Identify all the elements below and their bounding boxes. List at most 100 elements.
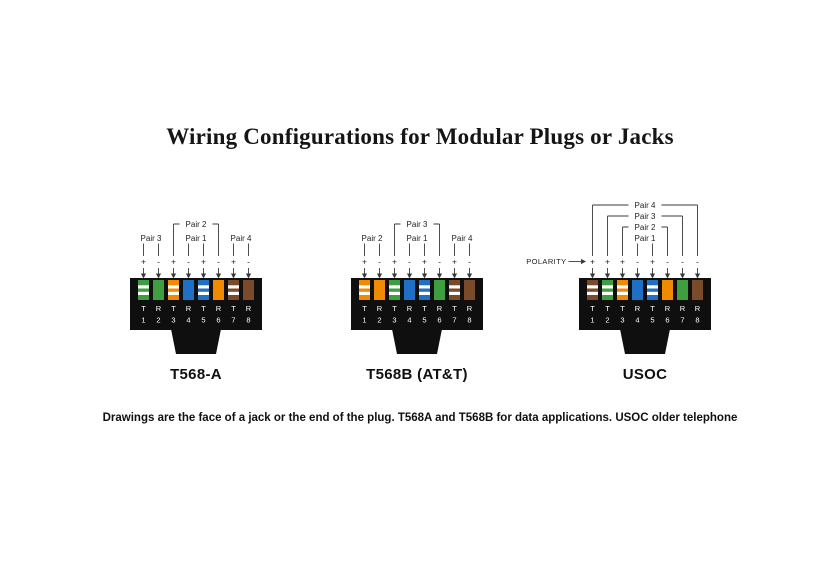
- pin-arrow: [649, 268, 656, 279]
- pin-6: R6: [662, 280, 673, 325]
- pin-number: 5: [422, 316, 426, 325]
- pin-number: 1: [141, 316, 145, 325]
- pair-label: Pair 2: [186, 220, 207, 229]
- pin-number: 3: [171, 316, 175, 325]
- pin-arrow: [634, 268, 641, 279]
- pin-arrow: [589, 268, 596, 279]
- pair-label: Pair 1: [635, 234, 656, 243]
- pin-arrow: [421, 268, 428, 279]
- polarity-sign: -: [378, 257, 381, 267]
- pin-5: T5: [198, 280, 209, 325]
- pin-letter: T: [590, 304, 595, 313]
- polarity-sign: +: [231, 257, 236, 267]
- pin-number: 2: [156, 316, 160, 325]
- pin-letter: T: [650, 304, 655, 313]
- polarity-sign: +: [392, 257, 397, 267]
- pin-letter: T: [620, 304, 625, 313]
- footer-caption: Drawings are the face of a jack or the e…: [102, 412, 738, 424]
- pin-letter: R: [216, 304, 222, 313]
- polarity-sign: +: [452, 257, 457, 267]
- pin-letter: R: [467, 304, 473, 313]
- jack-tab: [620, 329, 670, 354]
- pin-letter: T: [605, 304, 610, 313]
- pair-bracket: Pair 4: [592, 199, 698, 256]
- pair-label: Pair 3: [141, 234, 162, 243]
- polarity-sign: +: [171, 257, 176, 267]
- pin-arrow: [466, 268, 473, 279]
- pin-number: 6: [216, 316, 220, 325]
- pin-arrow: [604, 268, 611, 279]
- pin-number: 3: [620, 316, 624, 325]
- page-title: Wiring Configurations for Modular Plugs …: [166, 124, 674, 149]
- pair-bracket: Pair 1: [179, 232, 213, 256]
- pin-letter: R: [407, 304, 413, 313]
- connector-label-t568b: T568B (AT&T): [366, 366, 468, 383]
- polarity-sign: -: [247, 257, 250, 267]
- pin-2: R2: [153, 280, 164, 325]
- pin-number: 4: [186, 316, 190, 325]
- pin-letter: R: [377, 304, 383, 313]
- pin-arrow: [200, 268, 207, 279]
- pin-number: 2: [377, 316, 381, 325]
- pin-number: 6: [665, 316, 669, 325]
- pin-letter: T: [141, 304, 146, 313]
- connector-label-usoc: USOC: [622, 366, 668, 383]
- polarity-sign: +: [650, 257, 655, 267]
- pin-4: R4: [632, 280, 643, 325]
- pin-7: R7: [677, 280, 688, 325]
- pin-arrow: [215, 268, 222, 279]
- pin-arrow: [230, 268, 237, 279]
- pin-arrow: [376, 268, 383, 279]
- pin-number: 1: [362, 316, 366, 325]
- polarity-sign: -: [636, 257, 639, 267]
- pin-number: 6: [437, 316, 441, 325]
- polarity-sign: +: [141, 257, 146, 267]
- pin-letter: T: [201, 304, 206, 313]
- pin-arrow: [155, 268, 162, 279]
- pair-bracket: Pair 3: [607, 210, 683, 256]
- pin-3: T3: [168, 280, 179, 325]
- pin-arrow: [185, 268, 192, 279]
- pin-8: R8: [464, 280, 475, 325]
- pair-label: Pair 2: [635, 223, 656, 232]
- pair-label: Pair 3: [635, 212, 656, 221]
- polarity-sign: +: [590, 257, 595, 267]
- pair-bracket: Pair 1: [400, 232, 434, 256]
- pin-number: 1: [590, 316, 594, 325]
- polarity-sign: -: [438, 257, 441, 267]
- pin-arrow: [406, 268, 413, 279]
- pin-arrow: [361, 268, 368, 279]
- pin-3: T3: [617, 280, 628, 325]
- pin-4: R4: [404, 280, 415, 325]
- pin-arrow: [664, 268, 671, 279]
- jack-body: [579, 278, 711, 330]
- pin-number: 4: [407, 316, 411, 325]
- pin-arrow: [679, 268, 686, 279]
- pin-6: R6: [213, 280, 224, 325]
- pin-8: R8: [692, 280, 703, 325]
- pin-letter: T: [362, 304, 367, 313]
- pin-3: T3: [389, 280, 400, 325]
- pin-arrow: [170, 268, 177, 279]
- pair-label: Pair 2: [362, 234, 383, 243]
- pin-4: R4: [183, 280, 194, 325]
- pin-letter: T: [392, 304, 397, 313]
- polarity-sign: -: [681, 257, 684, 267]
- pin-number: 7: [680, 316, 684, 325]
- pair-label: Pair 4: [231, 234, 252, 243]
- pin-letter: R: [186, 304, 192, 313]
- pair-bracket: Pair 1: [628, 232, 662, 256]
- pin-number: 3: [392, 316, 396, 325]
- pin-letter: T: [171, 304, 176, 313]
- pin-1: T1: [138, 280, 149, 325]
- pin-arrow: [436, 268, 443, 279]
- jack-tab: [171, 329, 221, 354]
- pin-7: T7: [228, 280, 239, 325]
- pair-label: Pair 1: [407, 234, 428, 243]
- polarity-sign: +: [422, 257, 427, 267]
- pair-bracket: Pair 3: [394, 218, 440, 256]
